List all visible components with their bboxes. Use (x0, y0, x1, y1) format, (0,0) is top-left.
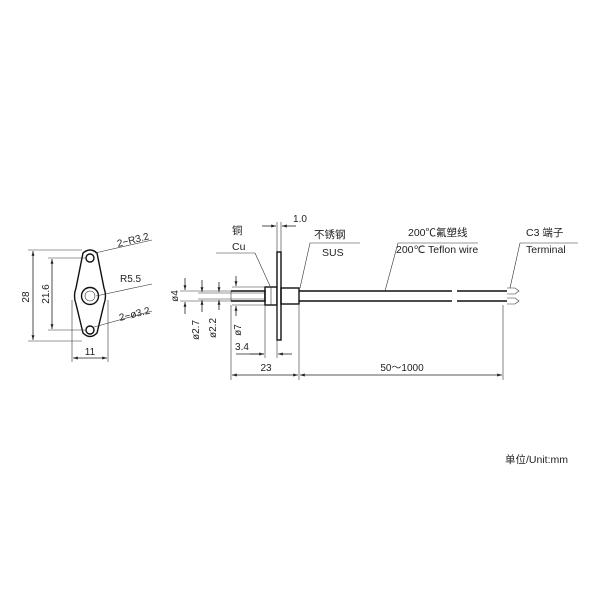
unit-note: 单位/Unit:mm (505, 453, 568, 466)
dim-inner-dia-b: ø2.2 (208, 318, 219, 338)
dim-cable-length: 50～1000 (380, 363, 424, 374)
flange-hole-bottom (85, 325, 95, 335)
label-wire-cn: 200℃氟塑线 (408, 226, 468, 239)
copper-tip (231, 290, 266, 302)
dim-step-length: 3.4 (235, 342, 249, 353)
probe-side-view: 1.0 ø4 ø2.7 ø2.2 ø7 3.4 23 50～1 (170, 214, 578, 380)
label-terminal-en: Terminal (526, 244, 566, 256)
label-steel-en: SUS (322, 247, 344, 259)
dim-flange-thickness: 1.0 (293, 214, 307, 225)
flange-center-boss (80, 286, 100, 306)
dim-tip-dia: ø4 (170, 290, 181, 302)
dim-end-radius: 2−R3.2 (116, 231, 151, 250)
flange-boss (280, 287, 300, 305)
flange-center-bore (84, 290, 96, 302)
label-terminal-cn: C3 端子 (526, 226, 563, 239)
dim-inner-dia-a: ø2.7 (191, 320, 202, 340)
dim-holes: 2−ø3.2 (118, 306, 152, 324)
dim-probe-length: 23 (260, 363, 272, 374)
dim-body-dia: ø7 (233, 324, 244, 336)
dim-hole-spacing: 21.6 (41, 284, 52, 304)
label-steel-cn: 不锈钢 (314, 228, 346, 241)
label-copper-cn: 铜 (232, 225, 243, 237)
c3-terminal-icon (507, 287, 520, 305)
label-wire-en: 200℃ Teflon wire (396, 244, 478, 256)
flange-outline (73, 249, 107, 338)
label-copper-en: Cu (232, 241, 246, 253)
dim-flange-width: 11 (85, 347, 96, 358)
flange-front-view: 28 21.6 11 2−R3.2 R5.5 2−ø3.2 (21, 231, 153, 362)
flange-hole-top (85, 253, 95, 263)
dim-center-radius: R5.5 (120, 274, 142, 285)
dim-flange-height: 28 (21, 291, 32, 303)
